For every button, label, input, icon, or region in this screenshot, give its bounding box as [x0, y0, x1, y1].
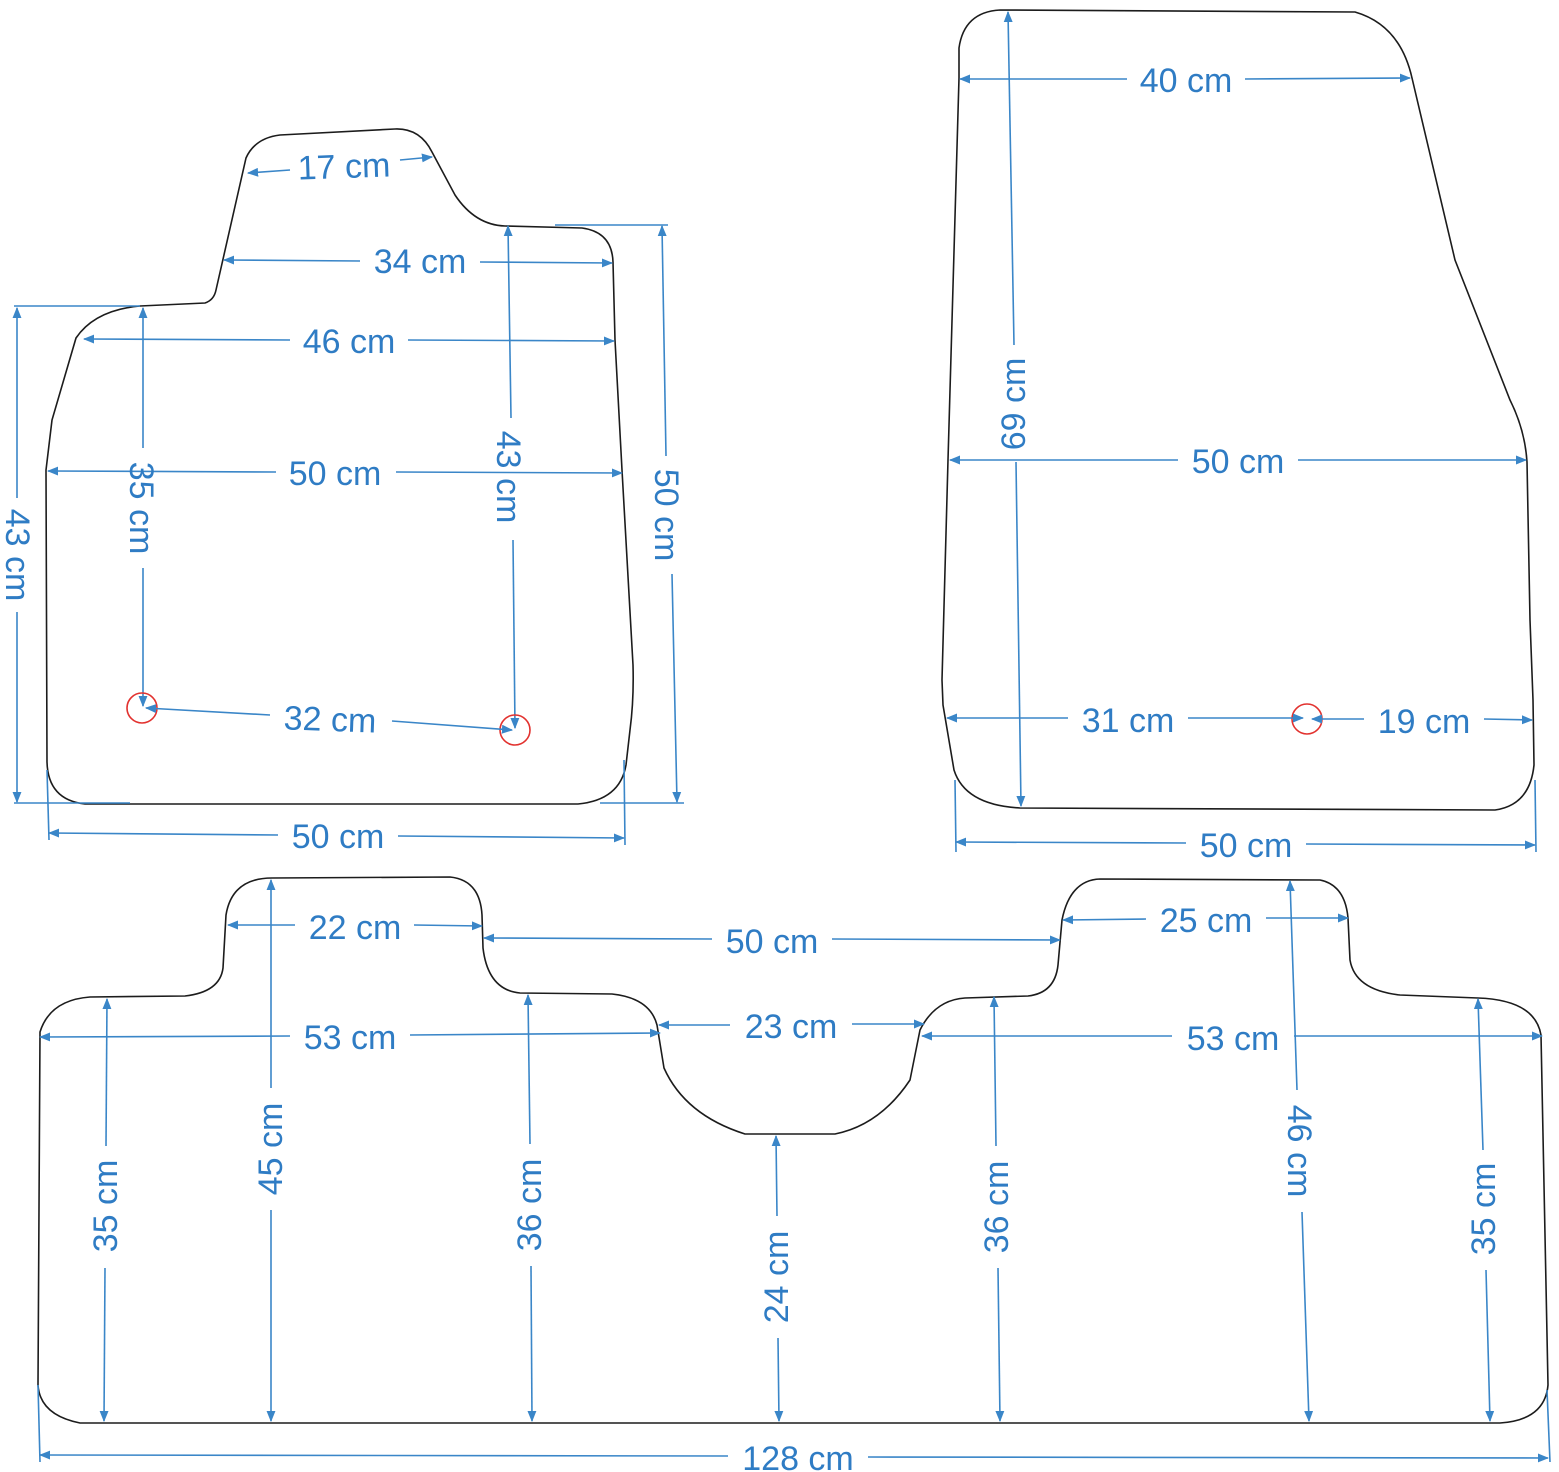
dimension-arrow — [1485, 1269, 1495, 1423]
dim-right-body: 53 cm — [1187, 1020, 1280, 1058]
fixing-hole-marker — [499, 714, 531, 746]
dim-left-tab: 22 cm — [309, 909, 402, 947]
dimension-arrow — [1003, 10, 1015, 346]
dimension-arrow — [1061, 915, 1147, 925]
dim-left-to-hole: 31 cm — [1082, 702, 1175, 740]
dim-left-height: 43 cm — [0, 509, 36, 602]
dim-top-notch: 17 cm — [297, 146, 391, 187]
guide-line — [1534, 779, 1537, 853]
dim-height: 69 cm — [995, 358, 1033, 451]
dimension-arrow — [82, 334, 291, 344]
front-left-mat-outline — [45, 128, 634, 805]
dim-h-right-inner: 36 cm — [978, 1161, 1016, 1254]
dimension-arrow — [1305, 840, 1537, 850]
dimension-arrow — [1244, 73, 1412, 83]
guide-line — [623, 759, 626, 846]
rear-mat: 22 cm 50 cm 25 cm 53 cm 23 cm 53 cm 35 c… — [37, 876, 1551, 1472]
dim-upper-width: 34 cm — [374, 243, 467, 281]
dimension-arrow — [774, 1337, 784, 1423]
dimension-arrow — [99, 1267, 109, 1423]
guide-line — [954, 779, 957, 853]
dim-right-inner-height: 43 cm — [489, 431, 527, 524]
dimension-arrow — [144, 704, 271, 716]
dim-tunnel-width: 23 cm — [745, 1008, 838, 1046]
dimension-arrow — [482, 933, 713, 943]
dim-mid-width: 50 cm — [1192, 443, 1285, 481]
dimension-arrow — [510, 539, 520, 730]
dimension-arrow — [391, 720, 514, 734]
dimension-arrow — [395, 468, 624, 478]
dim-h-right-tab: 46 cm — [1280, 1105, 1318, 1198]
dimension-arrow — [47, 828, 279, 838]
front-right-mat: 40 cm 69 cm 50 cm 31 cm 19 cm 50 cm — [941, 9, 1537, 865]
front-right-mat-outline — [941, 9, 1535, 811]
dimension-arrow — [995, 1267, 1005, 1423]
dim-right-height: 50 cm — [647, 469, 685, 562]
dimension-arrow — [657, 224, 667, 457]
guide-line — [1546, 1389, 1551, 1463]
dim-full-width: 50 cm — [289, 455, 382, 493]
dim-left-body: 53 cm — [304, 1019, 397, 1057]
dimension-arrow — [407, 336, 616, 346]
dim-left-inner-height: 35 cm — [122, 462, 160, 555]
dimension-arrow — [409, 1028, 662, 1038]
front-left-mat: 17 cm 34 cm 46 cm 50 cm 43 cm 35 cm 43 c… — [0, 128, 685, 856]
dimension-arrow — [831, 935, 1062, 945]
dimension-arrow — [46, 466, 277, 476]
dim-bottom-width: 50 cm — [1200, 827, 1293, 865]
dimension-arrow — [989, 995, 999, 1147]
dimension-arrow — [1473, 997, 1484, 1151]
dimension-arrow — [867, 1453, 1550, 1463]
dim-right-tab: 25 cm — [1160, 902, 1253, 940]
dimension-arrow — [399, 153, 434, 163]
dim-h-tunnel: 24 cm — [758, 1231, 796, 1324]
dim-hole-to-right: 19 cm — [1378, 703, 1471, 741]
dimension-arrow — [1301, 1211, 1314, 1423]
dim-top-width: 40 cm — [1140, 62, 1233, 100]
dimension-arrow — [503, 224, 513, 419]
dimension-arrow — [1285, 879, 1298, 1091]
dimension-arrow — [479, 258, 614, 268]
dimension-arrow — [222, 255, 361, 265]
dim-h-left-inner: 36 cm — [511, 1159, 549, 1252]
dim-mid-width: 46 cm — [303, 323, 396, 361]
rear-mat-outline — [37, 876, 1549, 1424]
dim-total-width: 128 cm — [742, 1440, 854, 1472]
dimension-arrow — [102, 997, 112, 1147]
dimension-arrow — [38, 1450, 729, 1460]
dim-h-left-tab: 45 cm — [252, 1103, 290, 1196]
dimension-arrow — [38, 1032, 291, 1042]
dimension-arrow — [954, 837, 1187, 847]
dim-hole-spacing: 32 cm — [283, 699, 377, 740]
dimension-arrow — [397, 833, 626, 843]
dimension-arrow — [527, 1265, 537, 1423]
dimension-arrow — [413, 921, 484, 931]
dimension-arrow — [1015, 461, 1026, 808]
dim-h-right: 35 cm — [1465, 1163, 1503, 1256]
dim-bottom-width: 50 cm — [292, 818, 385, 856]
dimension-arrow — [771, 1134, 781, 1217]
dim-between-tabs: 50 cm — [726, 923, 819, 961]
guide-line — [46, 769, 50, 841]
guide-line — [37, 1384, 41, 1463]
dimension-arrow — [246, 167, 291, 177]
dim-h-left: 35 cm — [87, 1160, 125, 1253]
dimension-arrow — [671, 573, 682, 804]
dimension-arrow — [523, 993, 533, 1145]
dimension-arrow — [1483, 715, 1534, 725]
